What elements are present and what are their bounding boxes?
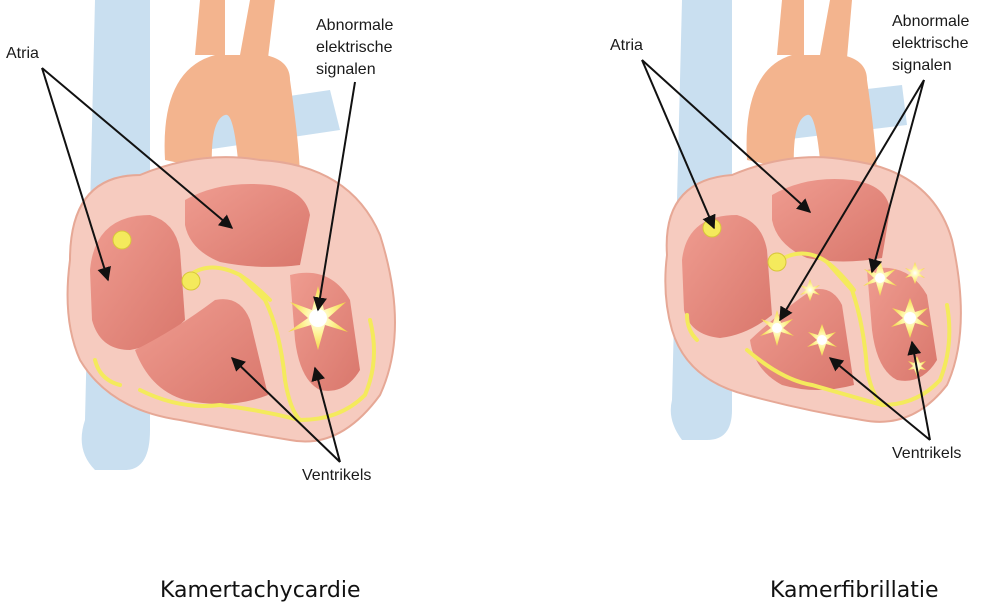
right-atrium (90, 215, 185, 350)
label-ventricles: Ventrikels (892, 445, 961, 462)
aorta-branches (777, 0, 852, 58)
av-node (182, 272, 200, 290)
caption-tachycardia: Kamertachycardie (160, 578, 361, 603)
heart-diagram-tachycardia: Atria Abnormale elektrische signalen Ven… (0, 0, 492, 560)
label-signals-line1: Abnormale (892, 13, 969, 30)
panel-ventricular-fibrillation: Atria Abnormale elektrische signalen Ven… (492, 0, 984, 560)
label-signals-line2: elektrische (892, 35, 969, 52)
panel-ventricular-tachycardia: Atria Abnormale elektrische signalen Ven… (0, 0, 492, 560)
label-signals-line3: signalen (316, 61, 376, 78)
label-atria: Atria (610, 37, 643, 54)
label-atria: Atria (6, 45, 39, 62)
sinus-node (113, 231, 131, 249)
av-node (768, 253, 786, 271)
label-ventricles: Ventrikels (302, 467, 371, 484)
label-signals-line3: signalen (892, 57, 952, 74)
aorta-branches (195, 0, 275, 58)
right-atrium (682, 215, 772, 338)
label-signals-line1: Abnormale (316, 17, 393, 34)
caption-fibrillation: Kamerfibrillatie (770, 578, 939, 603)
heart-diagram-fibrillation: Atria Abnormale elektrische signalen Ven… (492, 0, 984, 560)
label-signals-line2: elektrische (316, 39, 393, 56)
